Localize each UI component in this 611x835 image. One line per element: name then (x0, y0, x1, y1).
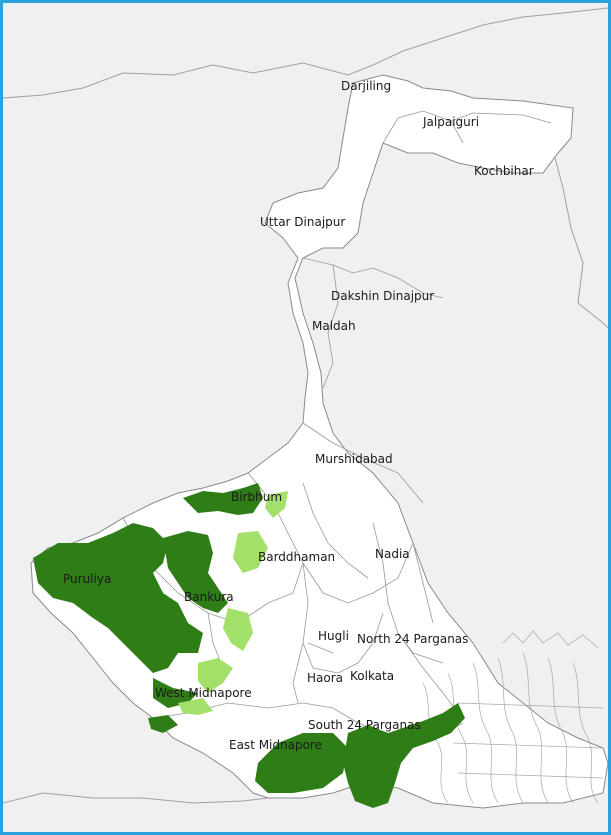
forest-puruliya (33, 523, 203, 673)
west-bengal-map: Darjiling Jalpaiguri Kochbihar Uttar Din… (3, 7, 608, 809)
state-outline (30, 74, 608, 809)
label-jalpaiguri: Jalpaiguri (422, 115, 479, 129)
forest-birbhum (183, 483, 263, 515)
label-west-midnapore: West Midnapore (155, 686, 252, 700)
forest-west-midnapore-south (148, 715, 178, 733)
district-boundary-north (382, 110, 552, 144)
forest-east-midnapore (255, 733, 348, 793)
forest-open-bankura (223, 608, 253, 651)
outer-boundary-south-west (3, 792, 269, 804)
label-darjiling: Darjiling (341, 79, 391, 93)
label-murshidabad: Murshidabad (315, 452, 393, 466)
label-birbhum: Birbhum (231, 490, 282, 504)
label-south-24-parganas: South 24 Parganas (308, 718, 421, 732)
label-puruliya: Puruliya (63, 572, 111, 586)
label-barddhaman: Barddhaman (258, 550, 335, 564)
label-east-midnapore: East Midnapore (229, 738, 322, 752)
forest-cover-dense (33, 483, 465, 808)
label-kochbihar: Kochbihar (474, 164, 534, 178)
label-nadia: Nadia (375, 547, 410, 561)
label-dakshin-dinajpur: Dakshin Dinajpur (331, 289, 434, 303)
label-maldah: Maldah (312, 319, 356, 333)
district-boundary-hugli-haora (302, 562, 384, 674)
label-uttar-dinajpur: Uttar Dinajpur (260, 215, 345, 229)
forest-open-barddhaman (233, 531, 268, 573)
forest-bankura (163, 531, 228, 613)
forest-open-birbhum (265, 491, 288, 518)
label-hugli: Hugli (318, 629, 349, 643)
forest-open-west-midnapore (198, 658, 233, 693)
district-boundary-nadia (372, 522, 444, 664)
outer-boundary-east (550, 142, 608, 329)
district-boundary-dinajpur (302, 257, 444, 389)
forest-sundarban (343, 703, 465, 808)
label-haora: Haora (307, 671, 343, 685)
forest-cover-open (178, 491, 288, 715)
sundarban-delta (422, 630, 604, 804)
outer-boundary-north (3, 7, 608, 99)
label-north-24-parganas: North 24 Parganas (357, 632, 468, 646)
district-boundary-murshidabad (302, 422, 424, 579)
label-bankura: Bankura (184, 590, 234, 604)
forest-open-midnapore-edge (178, 698, 213, 715)
forest-west-midnapore (153, 678, 198, 708)
label-kolkata: Kolkata (350, 669, 394, 683)
